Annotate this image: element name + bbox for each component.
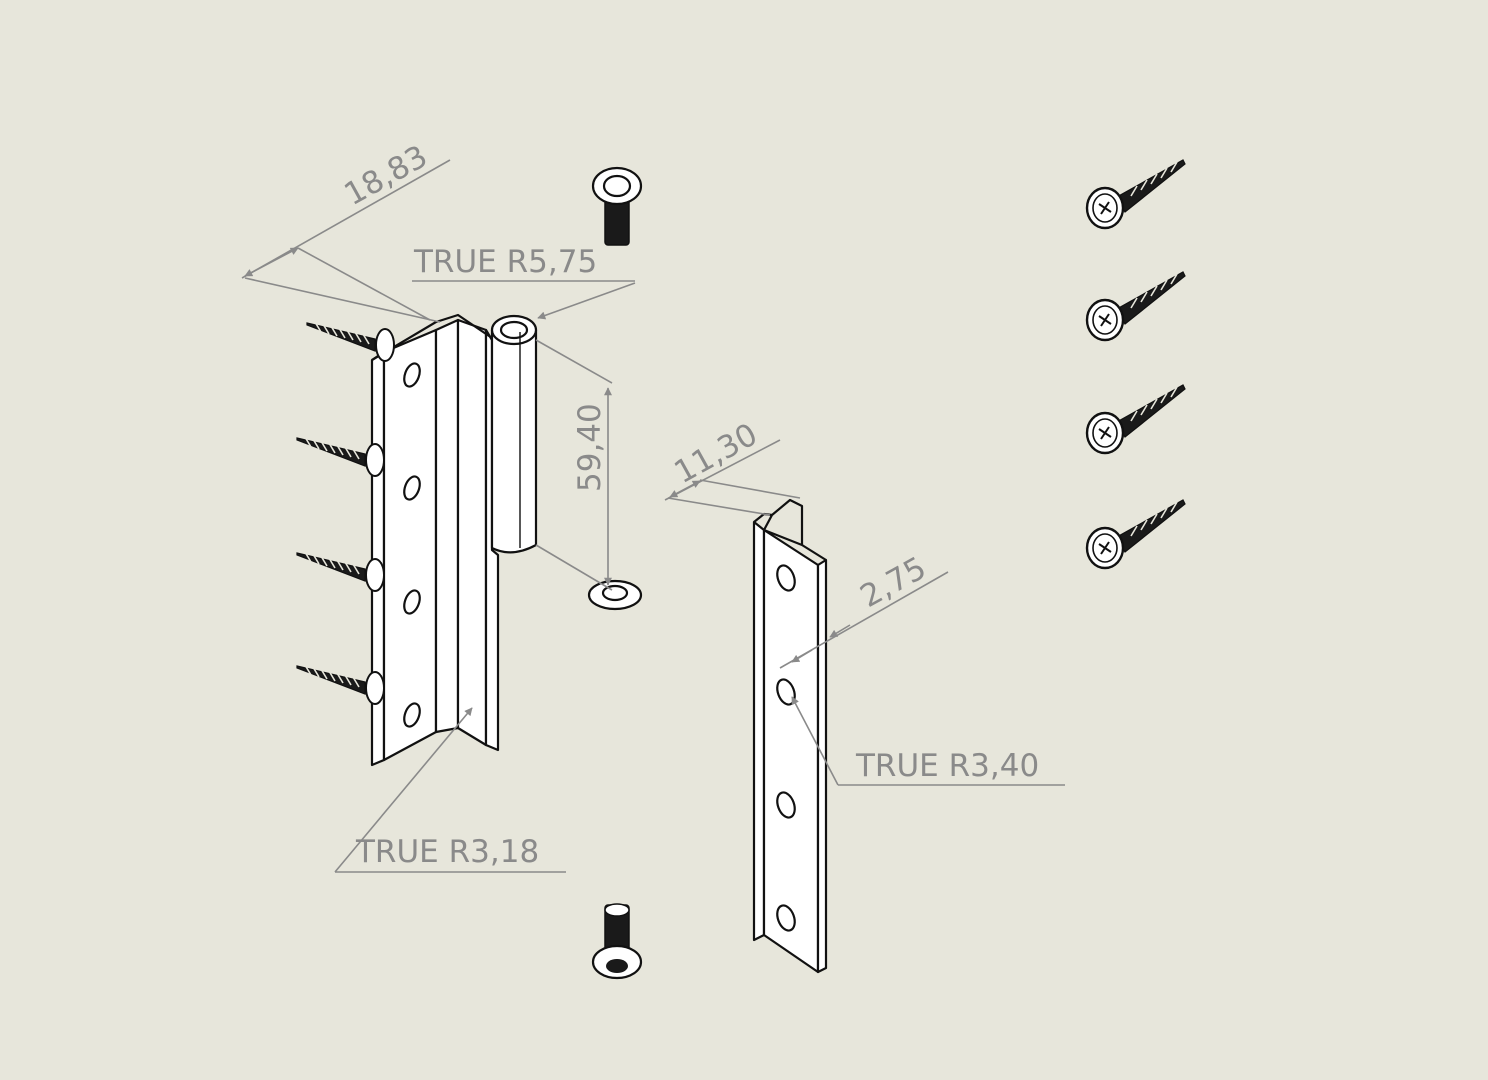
dimension-11-30-text: 11,30 (668, 416, 763, 491)
pan-screw-4 (1085, 498, 1187, 570)
wood-screw-1 (306, 321, 395, 362)
dimension-59-40-text: 59,40 (572, 403, 608, 492)
dimension-r3-40: TRUE R3,40 (791, 696, 1065, 786)
dimension-59-40: 59,40 (535, 339, 613, 591)
dimension-r3-18-text: TRUE R3,18 (355, 834, 539, 870)
dimension-18-83: 18,83 (241, 138, 451, 323)
button-head-bolt-bottom (591, 903, 643, 980)
dimension-11-30: 11,30 (664, 416, 801, 516)
washer (587, 579, 643, 611)
dimension-2-75-text: 2,75 (854, 550, 932, 615)
dimension-18-83-text: 18,83 (338, 138, 433, 213)
button-head-bolt-top (591, 166, 643, 246)
dimension-r5-75-text: TRUE R5,75 (413, 244, 597, 280)
dimension-r3-18: TRUE R3,18 (334, 707, 566, 873)
pan-screw-1 (1085, 158, 1187, 230)
right-hinge-leaf (752, 498, 828, 974)
dimension-r3-40-text: TRUE R3,40 (855, 748, 1039, 784)
pan-screw-3 (1085, 383, 1187, 455)
left-hinge-leaf (370, 313, 538, 767)
dimension-r5-75: TRUE R5,75 (412, 244, 636, 320)
pan-screw-2 (1085, 270, 1187, 342)
